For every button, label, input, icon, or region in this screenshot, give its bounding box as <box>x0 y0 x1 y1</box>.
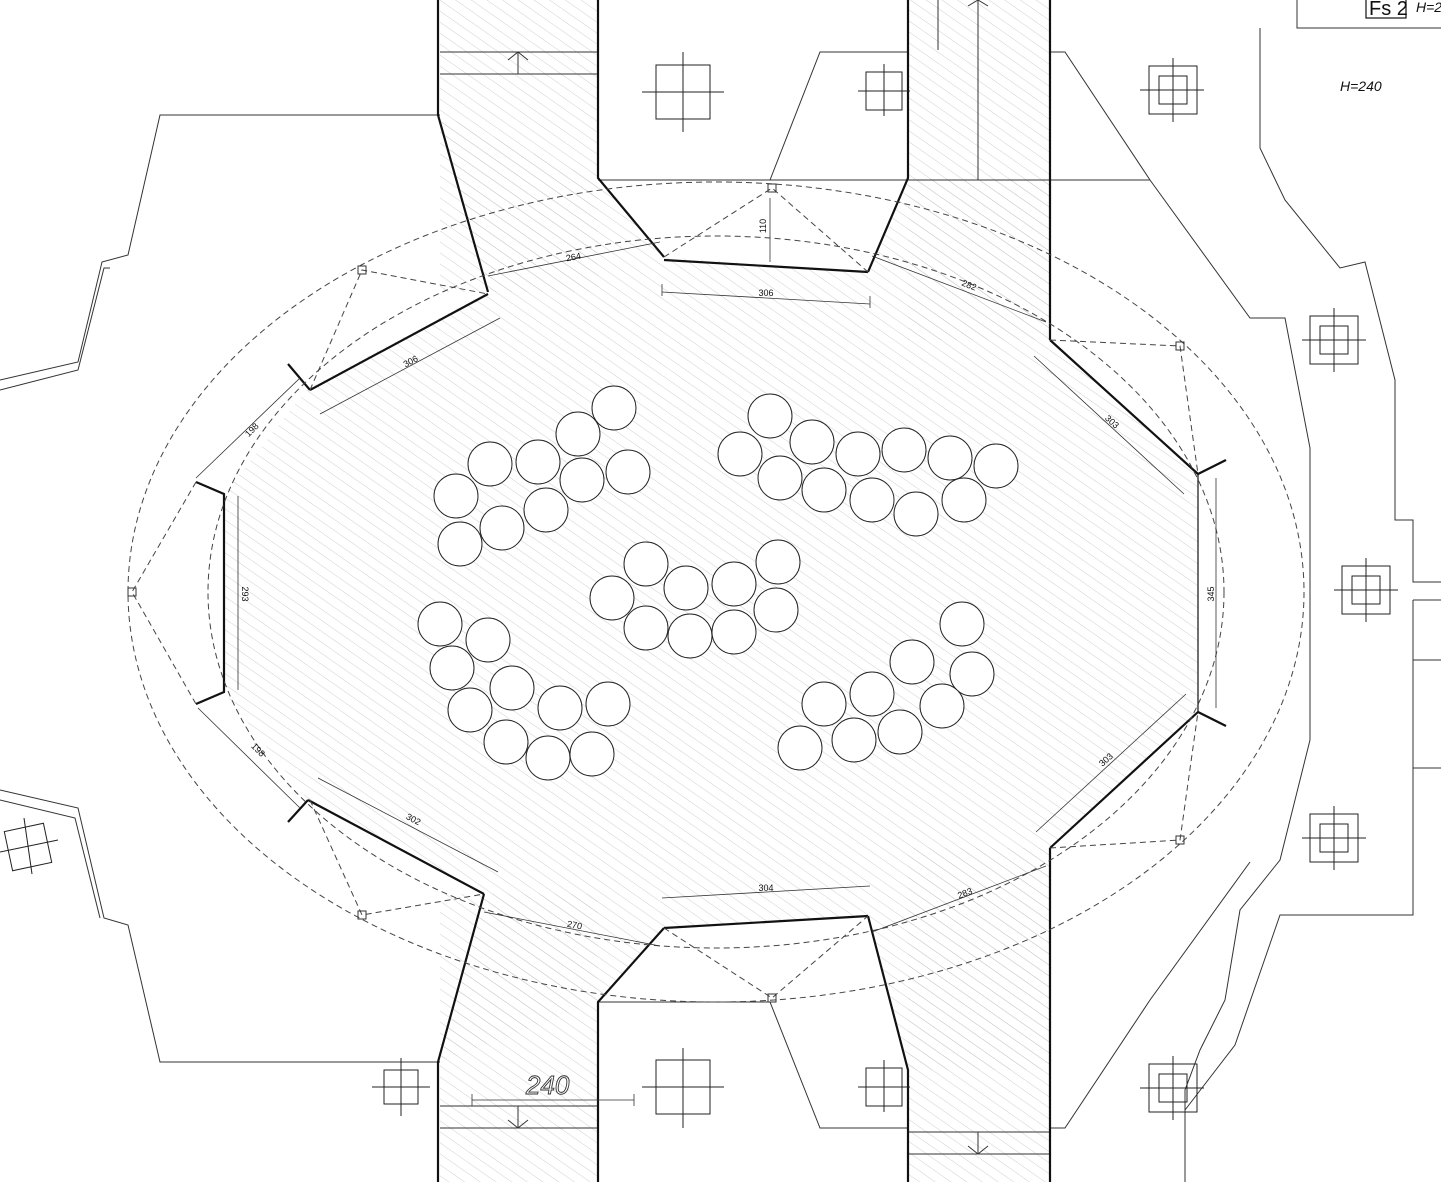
seat-icon <box>717 431 763 477</box>
dim-bottom-wall: 304 <box>758 883 773 893</box>
seat-icon <box>711 561 757 607</box>
seat-icon <box>881 427 927 473</box>
seat-icon <box>483 719 529 765</box>
seat-icon <box>437 521 483 567</box>
column-icon <box>1302 308 1366 372</box>
column-icon <box>642 52 724 132</box>
seat-icon <box>939 601 985 647</box>
seat-icon <box>663 565 709 611</box>
section-mark-box <box>1365 0 1407 19</box>
seat-icon <box>755 539 801 585</box>
dimension-lines <box>195 198 1217 1106</box>
seat-icon <box>559 457 605 503</box>
seat-icon <box>757 455 803 501</box>
seat-icon <box>849 671 895 717</box>
dim-right-wall: 345 <box>1206 586 1216 601</box>
seat-icon <box>877 709 923 755</box>
top-wedge-left <box>440 115 664 292</box>
seat-icon <box>777 725 823 771</box>
seat-icon <box>585 681 631 727</box>
column-icon <box>858 1060 910 1112</box>
section-mark: Fs 2 <box>1369 0 1408 20</box>
seat-icon <box>711 609 757 655</box>
seat-icon <box>919 683 965 729</box>
walls <box>195 0 1227 1182</box>
seat-icon <box>555 411 601 457</box>
seat-icon <box>569 731 615 777</box>
dim-top-slot: 110 <box>758 219 768 233</box>
seat-icon <box>537 685 583 731</box>
column-icon <box>1140 58 1204 122</box>
dim-lower-left-seg: 270 <box>566 919 583 932</box>
column-icon <box>858 64 910 116</box>
dashed-geometry <box>127 181 1305 1003</box>
seat-icon <box>591 385 637 431</box>
seat-icon <box>523 487 569 533</box>
seat-icon <box>447 687 493 733</box>
dim-left-upper-short: 198 <box>243 421 261 439</box>
height-label-cut: H=2 <box>1416 0 1441 15</box>
seat-icon <box>973 443 1019 489</box>
seat-icon <box>433 473 479 519</box>
section-arrow-icon <box>507 0 989 1155</box>
seat-icon <box>605 449 651 495</box>
seat-icon <box>429 645 475 691</box>
height-label: H=240 <box>1340 78 1382 94</box>
seat-icon <box>479 505 525 551</box>
column-icon <box>0 817 59 875</box>
seat-icon <box>801 467 847 513</box>
seat-icon <box>753 587 799 633</box>
seat-icon <box>623 605 669 651</box>
seat-icon <box>801 681 847 727</box>
seat-icon <box>525 735 571 781</box>
seat-icon <box>589 575 635 621</box>
seat-icon <box>467 441 513 487</box>
column-icon <box>372 1058 430 1116</box>
seat-icon <box>893 491 939 537</box>
seat-icon <box>489 665 535 711</box>
column-icon <box>1140 1056 1204 1120</box>
central-floor-area <box>224 257 1198 928</box>
columns <box>0 52 1398 1128</box>
seat-icon <box>417 601 463 647</box>
seating-group <box>417 385 1019 781</box>
bottom-wedge-right <box>868 848 1050 1070</box>
column-icon <box>1334 558 1398 622</box>
seat-icon <box>465 617 511 663</box>
section-dimension: 240 <box>525 1070 570 1100</box>
dim-upper-left-seg: 264 <box>565 251 582 264</box>
top-wedge-right <box>868 180 1050 340</box>
seat-icon <box>849 477 895 523</box>
seat-icon <box>927 435 973 481</box>
seat-icon <box>941 477 987 523</box>
seat-icon <box>667 613 713 659</box>
column-icon <box>1302 806 1366 870</box>
seat-icon <box>949 651 995 697</box>
column-icon <box>642 1048 724 1128</box>
seat-icon <box>747 393 793 439</box>
seat-icon <box>789 419 835 465</box>
seat-icon <box>835 431 881 477</box>
seat-icon <box>623 541 669 587</box>
seat-icon <box>515 439 561 485</box>
seat-icon <box>889 639 935 685</box>
dim-top-wall: 306 <box>758 288 773 298</box>
dim-left-wall: 293 <box>240 586 250 601</box>
seat-icon <box>831 717 877 763</box>
